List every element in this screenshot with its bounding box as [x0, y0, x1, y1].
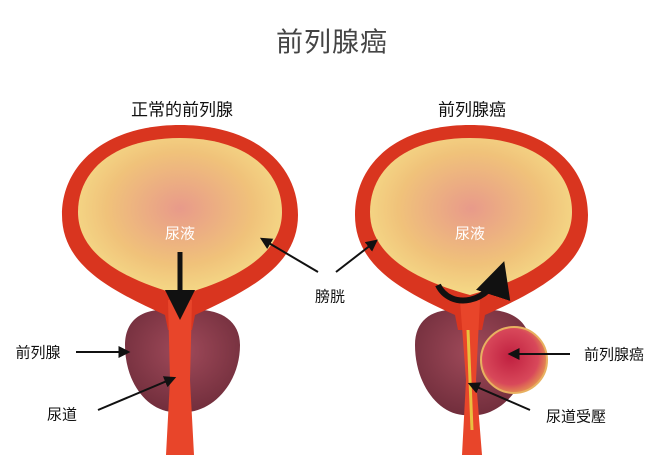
urine-blocked-arrow — [435, 261, 511, 304]
urine-label-right: 尿液 — [454, 224, 486, 243]
urethra-compressed-label: 尿道受壓 — [545, 407, 607, 426]
bladder-cavity — [370, 138, 572, 295]
urine-label-left: 尿液 — [164, 224, 196, 243]
cancer-heading: 前列腺癌 — [438, 100, 506, 121]
urethra-label: 尿道 — [46, 405, 78, 424]
urethra-arrow — [97, 376, 177, 411]
prostate-label: 前列腺 — [15, 343, 61, 362]
urethra — [166, 300, 194, 455]
normal-heading: 正常的前列腺 — [131, 100, 233, 121]
urethra-compressed-arrow — [467, 382, 531, 411]
prostate-cancer-label: 前列腺癌 — [583, 345, 645, 364]
cancer-prostate-illustration — [355, 125, 588, 455]
bladder-arrow-right — [335, 239, 378, 273]
tumor — [480, 326, 548, 394]
bladder-cavity — [78, 138, 282, 295]
bladder-arrow-left — [259, 237, 319, 273]
bladder-label: 膀胱 — [314, 287, 346, 306]
page-title: 前列腺癌 — [276, 27, 388, 59]
